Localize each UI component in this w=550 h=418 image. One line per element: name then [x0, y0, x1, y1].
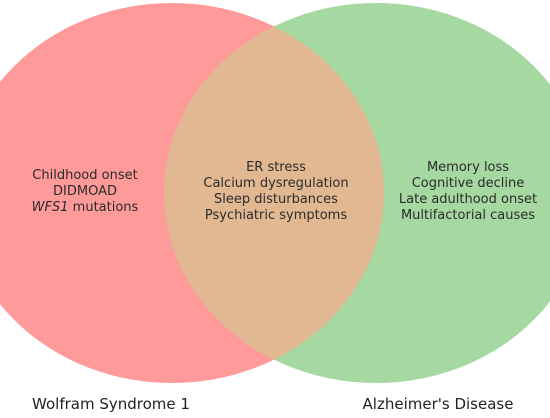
overlap-item-calcium-dysregulation: Calcium dysregulation	[203, 176, 348, 191]
mutations-label: mutations	[73, 200, 139, 215]
right-item-late-adulthood-onset: Late adulthood onset	[399, 192, 537, 207]
left-item-wfs1-mutations: WFS1 mutations	[32, 200, 139, 215]
right-item-multifactorial-causes: Multifactorial causes	[401, 208, 535, 223]
overlap-item-psychiatric-symptoms: Psychiatric symptoms	[205, 208, 347, 223]
left-item-didmoad: DIDMOAD	[53, 184, 117, 199]
left-set-label: Wolfram Syndrome 1	[32, 395, 190, 413]
right-set-label: Alzheimer's Disease	[363, 395, 514, 413]
overlap-item-sleep-disturbances: Sleep disturbances	[214, 192, 338, 207]
wfs1-gene-name: WFS1	[32, 200, 69, 215]
right-item-memory-loss: Memory loss	[427, 160, 509, 175]
left-item-childhood-onset: Childhood onset	[32, 168, 137, 183]
right-item-cognitive-decline: Cognitive decline	[412, 176, 525, 191]
overlap-item-er-stress: ER stress	[246, 160, 306, 175]
overlap-region	[164, 3, 384, 383]
